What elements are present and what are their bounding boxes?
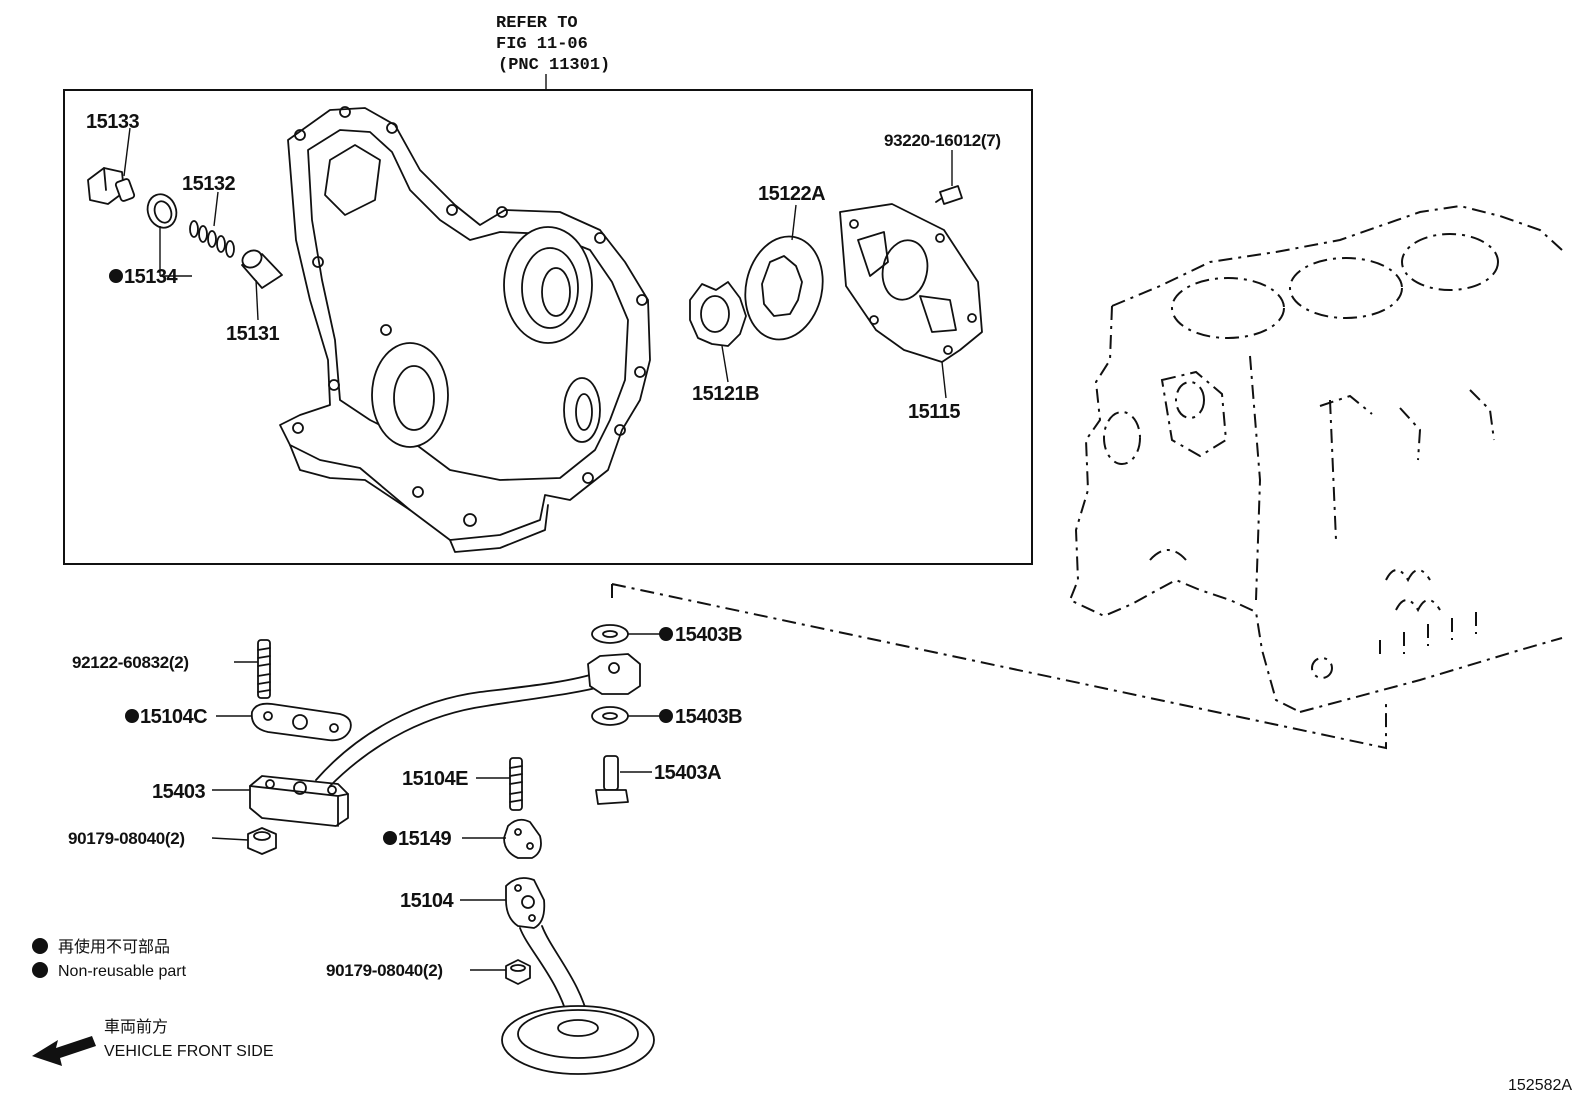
legend-non-reusable-en: Non-reusable part (58, 963, 187, 980)
label-93220: 93220-16012(7) (884, 131, 1001, 150)
legend: 再使用不可部品 Non-reusable part 車両前方 VEHICLE F… (32, 938, 274, 1066)
refer-line3: (PNC 11301) (498, 56, 610, 75)
label-90179-b: 90179-08040(2) (326, 961, 443, 980)
label-15115: 15115 (908, 401, 960, 423)
front-arrow-icon (32, 1036, 96, 1066)
gasket-15149-drawing (503, 818, 542, 859)
nut-90179a-drawing (247, 827, 277, 855)
assembly-box (63, 89, 1033, 565)
refer-line1: REFER TO (496, 14, 578, 33)
label-15131: 15131 (226, 323, 279, 345)
non-reusable-dot-icon (125, 709, 139, 723)
label-15132: 15132 (182, 173, 235, 195)
bolt-15403A-drawing (595, 755, 629, 805)
pipe-15403-drawing (249, 653, 641, 827)
label-15133: 15133 (86, 111, 139, 133)
label-15104C: 15104C (140, 706, 207, 728)
gasket-15104C-drawing (250, 702, 352, 742)
label-15134: 15134 (124, 266, 178, 288)
label-92122: 92122-60832(2) (72, 653, 189, 672)
plug-15133-drawing (87, 167, 136, 205)
gasket-15403B-bot-drawing (591, 706, 629, 726)
non-reusable-dot-icon (659, 627, 673, 641)
refer-callout: REFER TO FIG 11-06 (PNC 11301) (496, 14, 610, 90)
label-15403B-bottom: 15403B (675, 706, 742, 728)
nut-90179b-drawing (505, 959, 531, 985)
rotor-15122A-drawing (744, 235, 824, 341)
valve-15131-drawing (241, 249, 283, 289)
label-15403A: 15403A (654, 762, 721, 784)
label-15403: 15403 (152, 781, 205, 803)
refer-line2: FIG 11-06 (496, 35, 588, 54)
part-labels: 15133 15132 15134 15131 93220-16012(7) 1… (68, 111, 1001, 980)
legend-front-jp: 車両前方 (104, 1018, 168, 1036)
screw-93220-drawing (935, 185, 963, 205)
filled-dot-icon (32, 938, 48, 954)
oil-strainer-group (247, 624, 655, 1075)
legend-front-en: VEHICLE FRONT SIDE (104, 1043, 274, 1060)
leader-lines (123, 127, 953, 971)
gasket-15403B-top-drawing (591, 624, 629, 644)
label-90179-a: 90179-08040(2) (68, 829, 185, 848)
oil-pump-group (689, 185, 983, 363)
non-reusable-dot-icon (659, 709, 673, 723)
figure-id: 152582A (1508, 1077, 1572, 1094)
label-15122A: 15122A (758, 183, 825, 205)
strainer-15104-drawing (501, 877, 655, 1075)
label-15104E: 15104E (402, 768, 468, 790)
gasket-15134-drawing (146, 193, 178, 229)
timing-cover-drawing (279, 106, 651, 553)
legend-non-reusable-jp: 再使用不可部品 (58, 938, 170, 956)
spring-15132-drawing (189, 220, 235, 258)
label-15403B-top: 15403B (675, 624, 742, 646)
plate-15115-drawing (839, 203, 983, 363)
cylinder-block-drawing (1068, 204, 1563, 713)
stud-92122-drawing (257, 639, 271, 699)
non-reusable-dot-icon (109, 269, 123, 283)
block-reference-line (611, 583, 1387, 750)
label-15149: 15149 (398, 828, 451, 850)
label-15121B: 15121B (692, 383, 759, 405)
stud-15104E-drawing (509, 757, 523, 811)
rotor-15121B-drawing (689, 281, 747, 347)
label-15104: 15104 (400, 890, 454, 912)
filled-dot-icon (32, 962, 48, 978)
non-reusable-dot-icon (383, 831, 397, 845)
